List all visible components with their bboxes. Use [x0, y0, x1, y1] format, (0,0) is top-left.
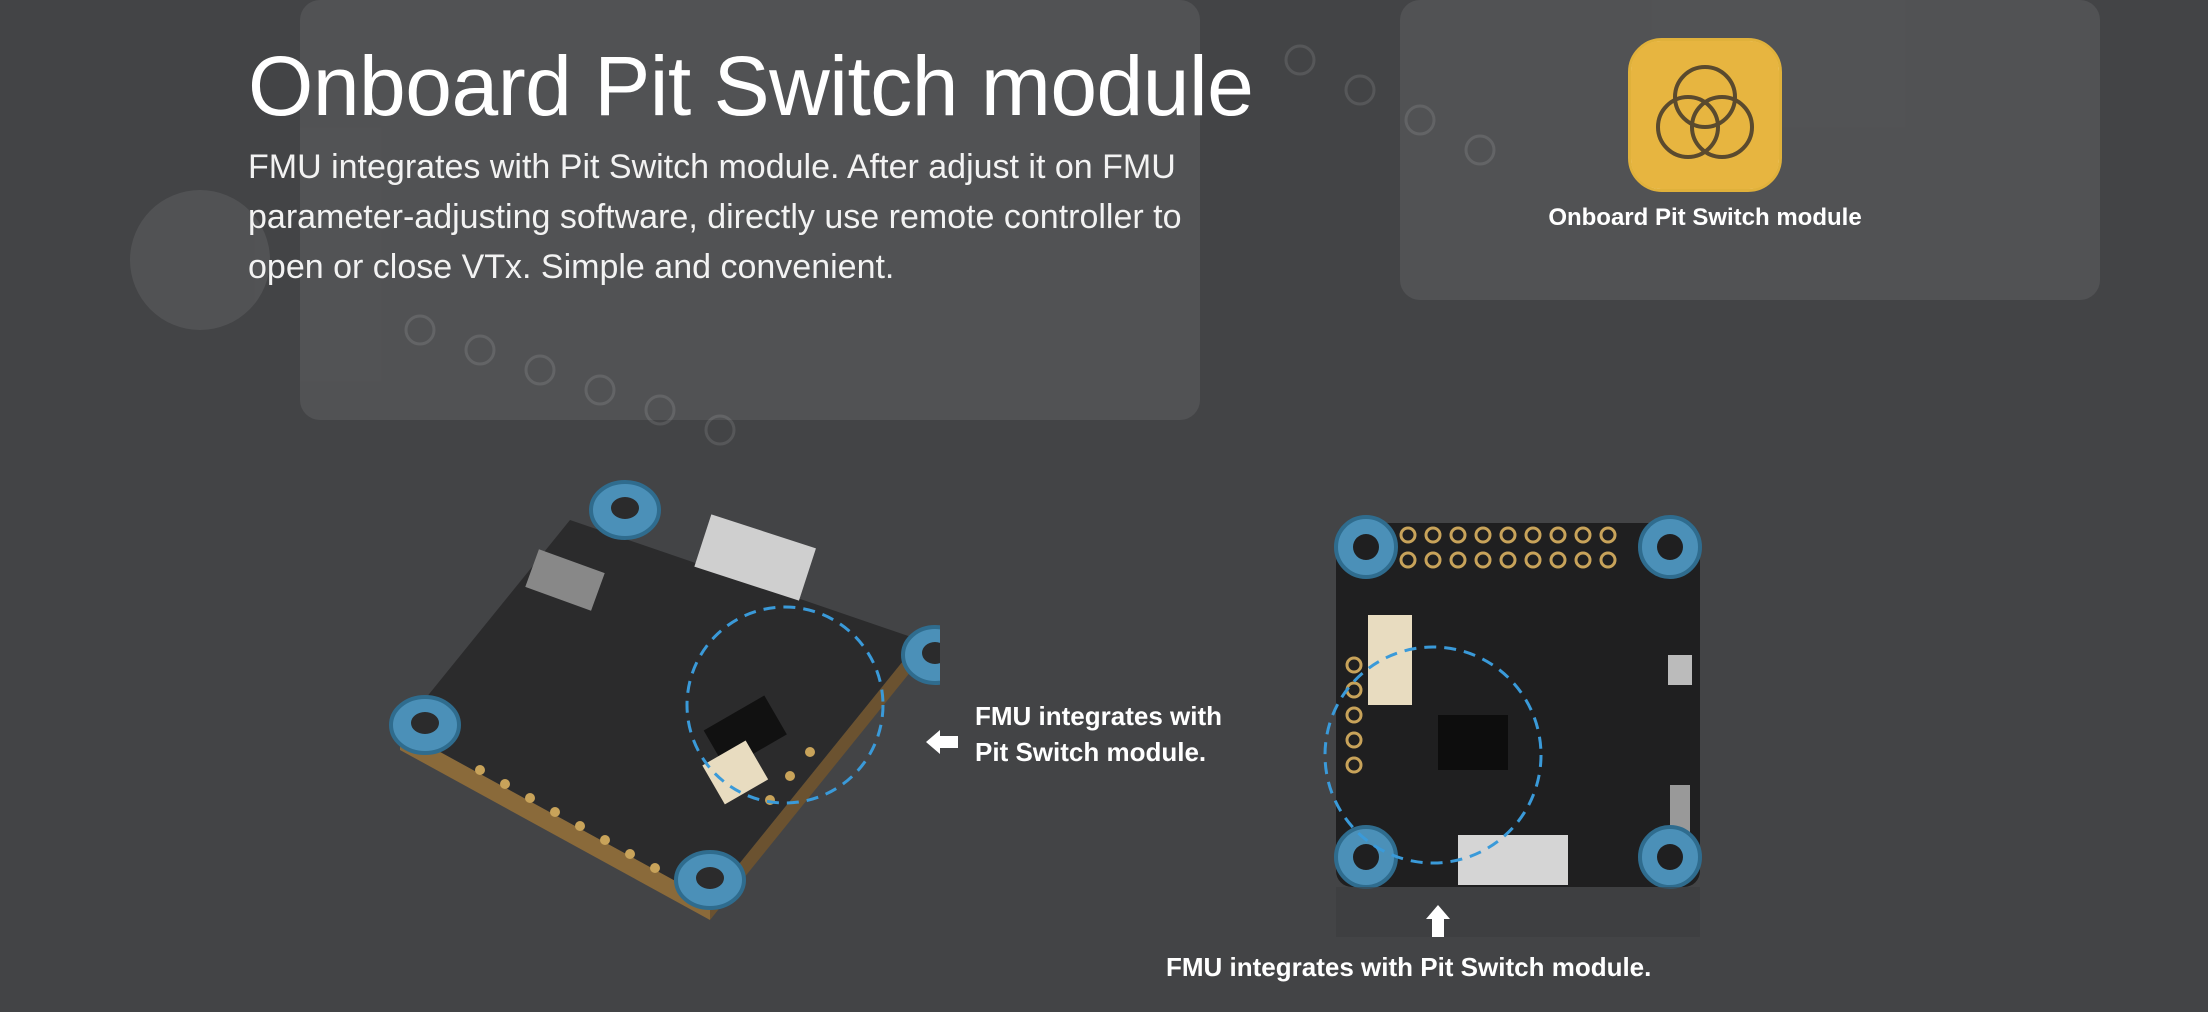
- pit-switch-highlight-circle: [685, 605, 885, 805]
- description-line: open or close VTx. Simple and convenient…: [248, 248, 895, 286]
- three-circles-icon: [1631, 41, 1779, 189]
- arrow-left-icon: [926, 730, 958, 754]
- callout-line: Pit Switch module.: [975, 737, 1207, 767]
- pit-switch-highlight-circle: [1323, 645, 1543, 865]
- pit-switch-badge: [1628, 38, 1782, 192]
- callout-bottom: FMU integrates with Pit Switch module.: [1166, 952, 1652, 982]
- callout-left: FMU integrates with Pit Switch module.: [975, 698, 1222, 770]
- fmu-board-angled-image: [389, 480, 940, 920]
- fmu-board-top-image: [1323, 515, 1702, 937]
- description-line: parameter-adjusting software, directly u…: [248, 198, 1182, 236]
- description: FMU integrates with Pit Switch module. A…: [248, 142, 1248, 292]
- arrow-up-icon: [1426, 905, 1450, 937]
- callout-line: FMU integrates with: [975, 701, 1223, 731]
- page-title: Onboard Pit Switch module: [248, 39, 1254, 133]
- description-line: FMU integrates with Pit Switch module. A…: [248, 148, 1176, 186]
- badge-label: Onboard Pit Switch module: [1548, 204, 1862, 231]
